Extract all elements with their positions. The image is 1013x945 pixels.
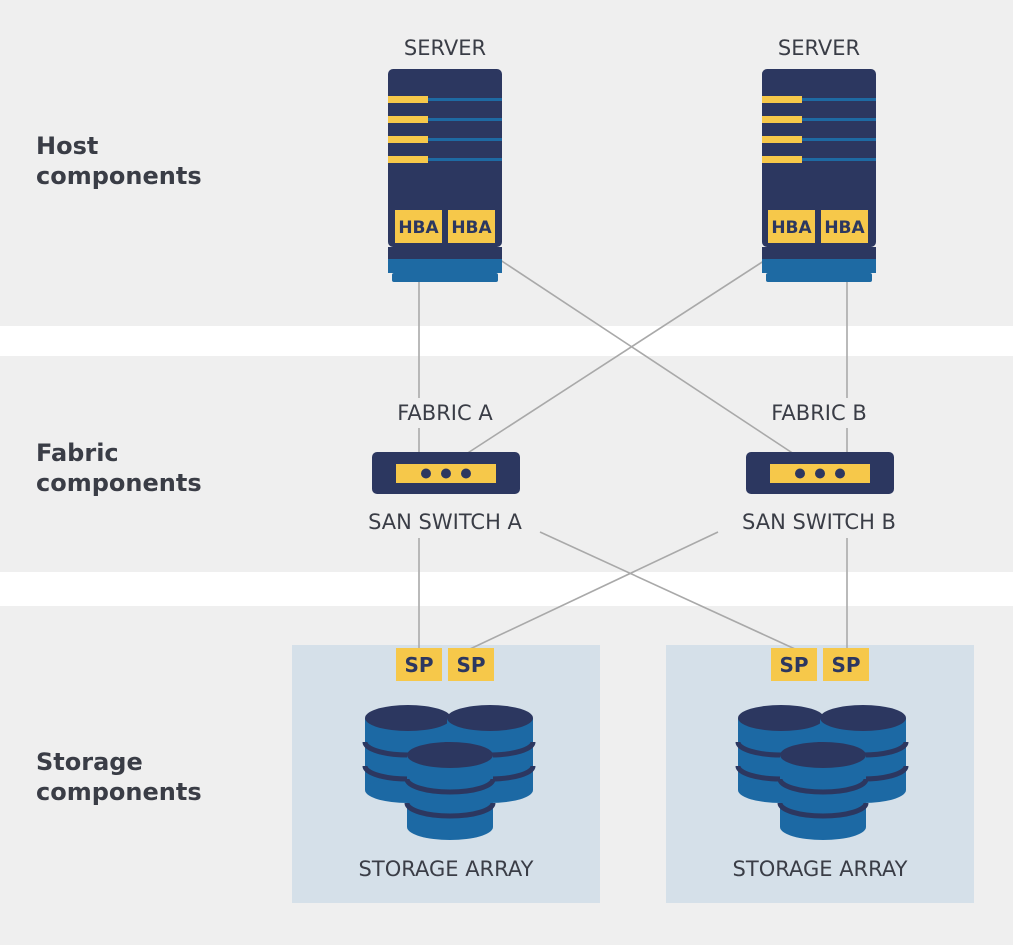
- storage-array-1: SP SP STORAGE ARRAY: [359, 648, 534, 881]
- array-1-label: STORAGE ARRAY: [359, 857, 534, 881]
- san-switch-a-label: SAN SWITCH A: [368, 510, 522, 534]
- server-2-label: SERVER: [778, 36, 860, 60]
- array-1-sp-1: SP: [404, 653, 433, 677]
- server-1-hba-1-chip: [395, 210, 442, 243]
- storage-components-label: Storage components: [36, 747, 266, 807]
- array-2-sp-2-chip: [823, 648, 869, 681]
- server-1-tower-icon: [388, 69, 502, 282]
- link-server1-hba2-to-switch-b: [475, 243, 801, 459]
- server-1: SERVER HBA HBA: [388, 36, 502, 282]
- server-2-hba-1: HBA: [771, 218, 812, 238]
- server-2-hba-1-chip: [768, 210, 815, 243]
- host-label-line-2: components: [36, 162, 202, 190]
- array-2-sp-2: SP: [831, 653, 860, 677]
- storage-label-line-1: Storage: [36, 748, 143, 776]
- host-components-label: Host components: [36, 131, 266, 191]
- san-switch-b-icon: [746, 452, 894, 494]
- connection-lines: [418, 243, 848, 650]
- array-1-sp-2: SP: [456, 653, 485, 677]
- fabric-components-label: Fabric components: [36, 438, 266, 498]
- link-server2-hba1-to-switch-a: [459, 243, 791, 459]
- host-label-line-1: Host: [36, 132, 99, 160]
- fabric-b: FABRIC B SAN SWITCH B: [742, 401, 896, 534]
- server-1-hba-2-chip: [448, 210, 495, 243]
- fabric-a-label: FABRIC A: [397, 401, 493, 425]
- san-switch-b-label: SAN SWITCH B: [742, 510, 896, 534]
- server-2-hba-2-chip: [821, 210, 868, 243]
- server-2-hba-2: HBA: [824, 218, 865, 238]
- array-2-label: STORAGE ARRAY: [733, 857, 908, 881]
- storage-array-2: SP SP STORAGE ARRAY: [733, 648, 908, 881]
- array-1-disk-stack-icon: [365, 705, 533, 840]
- server-1-hba-1: HBA: [398, 218, 439, 238]
- server-1-label: SERVER: [404, 36, 486, 60]
- storage-label-line-2: components: [36, 778, 202, 806]
- fabric-label-line-2: components: [36, 469, 202, 497]
- link-switch-a-to-array2-sp1: [539, 531, 796, 650]
- fabric-b-label: FABRIC B: [771, 401, 866, 425]
- array-1-sp-1-chip: [396, 648, 442, 681]
- fabric-label-line-1: Fabric: [36, 439, 119, 467]
- san-switch-a-icon: [372, 452, 520, 494]
- link-switch-b-to-array1-sp2: [469, 531, 719, 650]
- array-1-sp-2-chip: [448, 648, 494, 681]
- server-2-tower-icon: [762, 69, 876, 282]
- fabric-a: FABRIC A SAN SWITCH A: [368, 401, 522, 534]
- server-1-hba-2: HBA: [451, 218, 492, 238]
- array-2-sp-1: SP: [779, 653, 808, 677]
- server-2: SERVER HBA HBA: [762, 36, 876, 282]
- array-2-sp-1-chip: [771, 648, 817, 681]
- array-2-disk-stack-icon: [738, 705, 906, 840]
